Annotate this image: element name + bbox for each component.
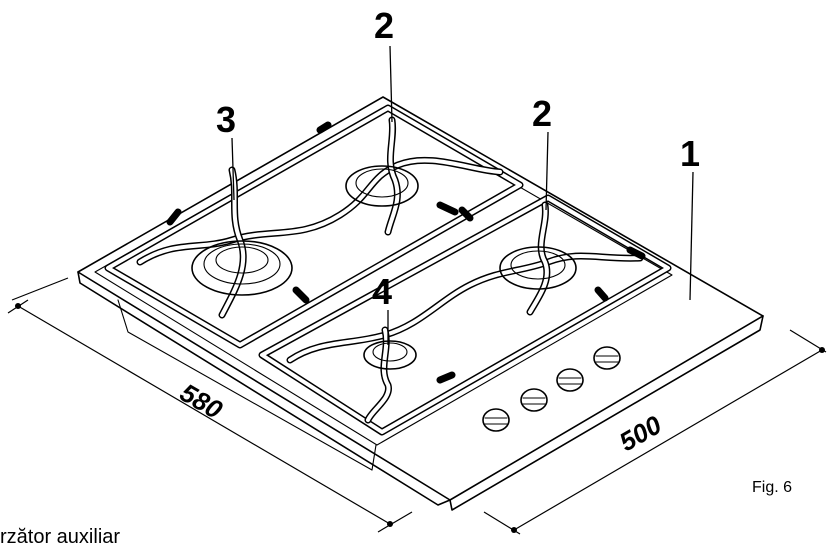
knob-icon — [556, 368, 584, 392]
callout-burner-right: 2 — [532, 93, 552, 134]
dimension-depth — [483, 329, 827, 535]
dimension-depth-label: 500 — [614, 409, 667, 457]
caption-text: rzător auxiliar — [0, 526, 120, 543]
knob-icon — [593, 346, 621, 370]
burner-right-semirapid — [499, 246, 577, 290]
callout-burner-large: 3 — [216, 99, 236, 140]
control-knobs — [482, 346, 621, 432]
knob-icon — [482, 408, 510, 432]
callout-hob-body: 1 — [680, 133, 700, 174]
burner-large — [191, 240, 293, 296]
pan-support-left — [104, 104, 524, 349]
callout-burner-back: 2 — [374, 5, 394, 46]
pan-support-right — [258, 194, 672, 436]
leader-lines — [231, 45, 694, 345]
burner-auxiliary — [363, 340, 417, 370]
figure-label: Fig. 6 — [752, 479, 792, 496]
burner-back-semirapid — [345, 165, 419, 207]
callout-burner-auxiliary: 4 — [372, 271, 392, 312]
dimension-width — [7, 277, 413, 533]
knob-icon — [520, 388, 548, 412]
